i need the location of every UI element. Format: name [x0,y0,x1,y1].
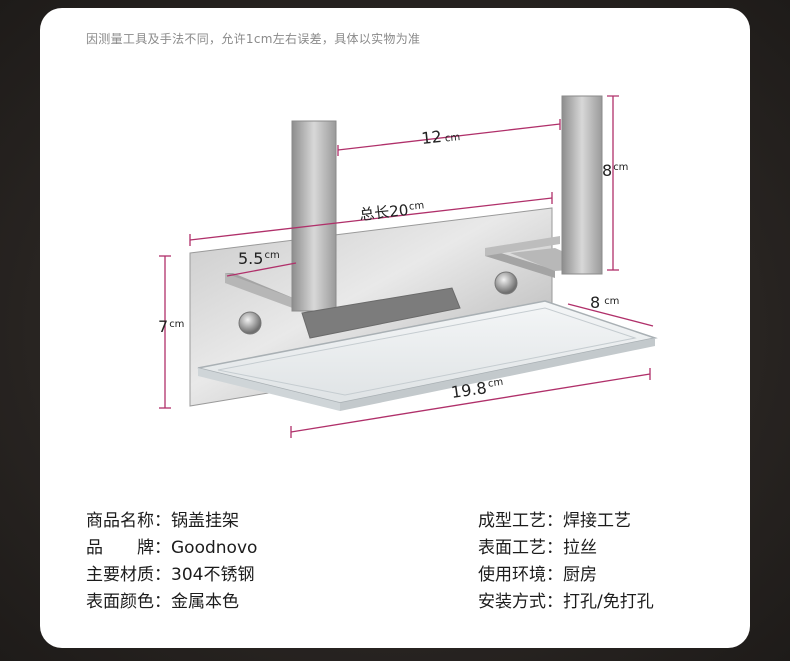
spec-key: 安装方式： [478,592,563,612]
spec-value: 打孔/免打孔 [563,592,654,612]
dim-plate-height: 7cm [158,317,184,336]
right-hook [485,95,603,278]
spec-row: 品 牌：Goodnovo [86,535,257,562]
spec-value: 304不锈钢 [171,565,255,585]
spec-key: 表面工艺： [478,538,563,558]
spec-key: 品 牌： [86,538,171,558]
spec-key: 商品名称： [86,511,171,531]
spec-value: 金属本色 [171,592,239,612]
left-screw [238,311,262,335]
spec-key: 成型工艺： [478,511,563,531]
product-card: 因测量工具及手法不同，允许1cm左右误差，具体以实物为准 [40,8,750,648]
spec-value: 焊接工艺 [563,511,631,531]
spec-key: 使用环境： [478,565,563,585]
dim-hook-height: 8cm [602,161,628,180]
dim-hook-depth: 5.5cm [238,249,280,268]
spec-row: 表面工艺：拉丝 [478,535,654,562]
spec-row: 使用环境：厨房 [478,562,654,589]
spec-row: 主要材质：304不锈钢 [86,562,257,589]
spec-column-right: 成型工艺：焊接工艺 表面工艺：拉丝 使用环境：厨房 安装方式：打孔/免打孔 [478,508,654,616]
spec-row: 安装方式：打孔/免打孔 [478,589,654,616]
spec-row: 表面颜色：金属本色 [86,589,257,616]
tray-clip [301,287,461,339]
tray [197,300,658,411]
spec-value: 厨房 [563,565,597,585]
spec-row: 成型工艺：焊接工艺 [478,508,654,535]
left-hook [225,120,337,312]
spec-key: 主要材质： [86,565,171,585]
right-screw [494,271,518,295]
spec-column-left: 商品名称：锅盖挂架 品 牌：Goodnovo 主要材质：304不锈钢 表面颜色：… [86,508,257,616]
spec-value: 拉丝 [563,538,597,558]
dim-total-length: 总长20cm [359,199,426,224]
spec-value: Goodnovo [171,538,258,558]
spec-key: 表面颜色： [86,592,171,612]
spec-row: 商品名称：锅盖挂架 [86,508,257,535]
dim-tray-length: 19.8cm [450,376,505,402]
spec-value: 锅盖挂架 [171,511,239,531]
measurement-notice: 因测量工具及手法不同，允许1cm左右误差，具体以实物为准 [86,32,421,46]
